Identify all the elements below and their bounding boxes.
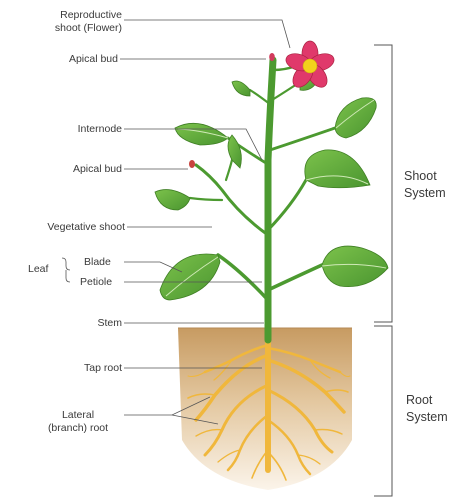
lateral-root-label-line2: (branch) root: [30, 422, 126, 435]
leaf-label: Leaf: [28, 263, 48, 276]
leaf-upper-right: [335, 98, 376, 138]
apical-bud-side: [189, 160, 195, 168]
stem-label: Stem: [10, 317, 122, 330]
root-system-label-line1: Root: [406, 392, 448, 409]
leaf-upper-left: [175, 123, 228, 145]
reproductive-shoot-label-line1: Reproductive: [10, 9, 122, 22]
reproductive-shoot-label: Reproductive shoot (Flower): [10, 9, 122, 35]
flower-center: [303, 59, 317, 73]
lateral-root-label-line1: Lateral: [30, 409, 126, 422]
leaf-middle-left: [155, 190, 190, 210]
blade-label: Blade: [84, 256, 111, 269]
leaf-top-left: [232, 81, 250, 96]
tap-root-label: Tap root: [10, 362, 122, 375]
leaf-middle-small: [228, 135, 241, 168]
apical-bud-top: [269, 53, 275, 61]
shoot-system-bracket: [374, 45, 392, 322]
apical-bud-side-label: Apical bud: [10, 163, 122, 176]
vegetative-shoot-label: Vegetative shoot: [4, 221, 125, 234]
root-system-label-line2: System: [406, 409, 448, 426]
root-system-label: Root System: [406, 392, 448, 426]
shoot-system-label-line2: System: [404, 185, 446, 202]
shoot-system-label: Shoot System: [404, 168, 446, 202]
root-system-bracket: [374, 326, 392, 496]
petiole-label: Petiole: [80, 276, 112, 289]
reproductive-shoot-label-line2: shoot (Flower): [10, 22, 122, 35]
flower: [273, 41, 336, 91]
internode-label: Internode: [10, 123, 122, 136]
stem: [190, 60, 335, 340]
lateral-root-label: Lateral (branch) root: [30, 409, 126, 435]
leaf-middle-right: [305, 150, 370, 188]
shoot-system-label-line1: Shoot: [404, 168, 446, 185]
apical-bud-top-label: Apical bud: [10, 53, 118, 66]
